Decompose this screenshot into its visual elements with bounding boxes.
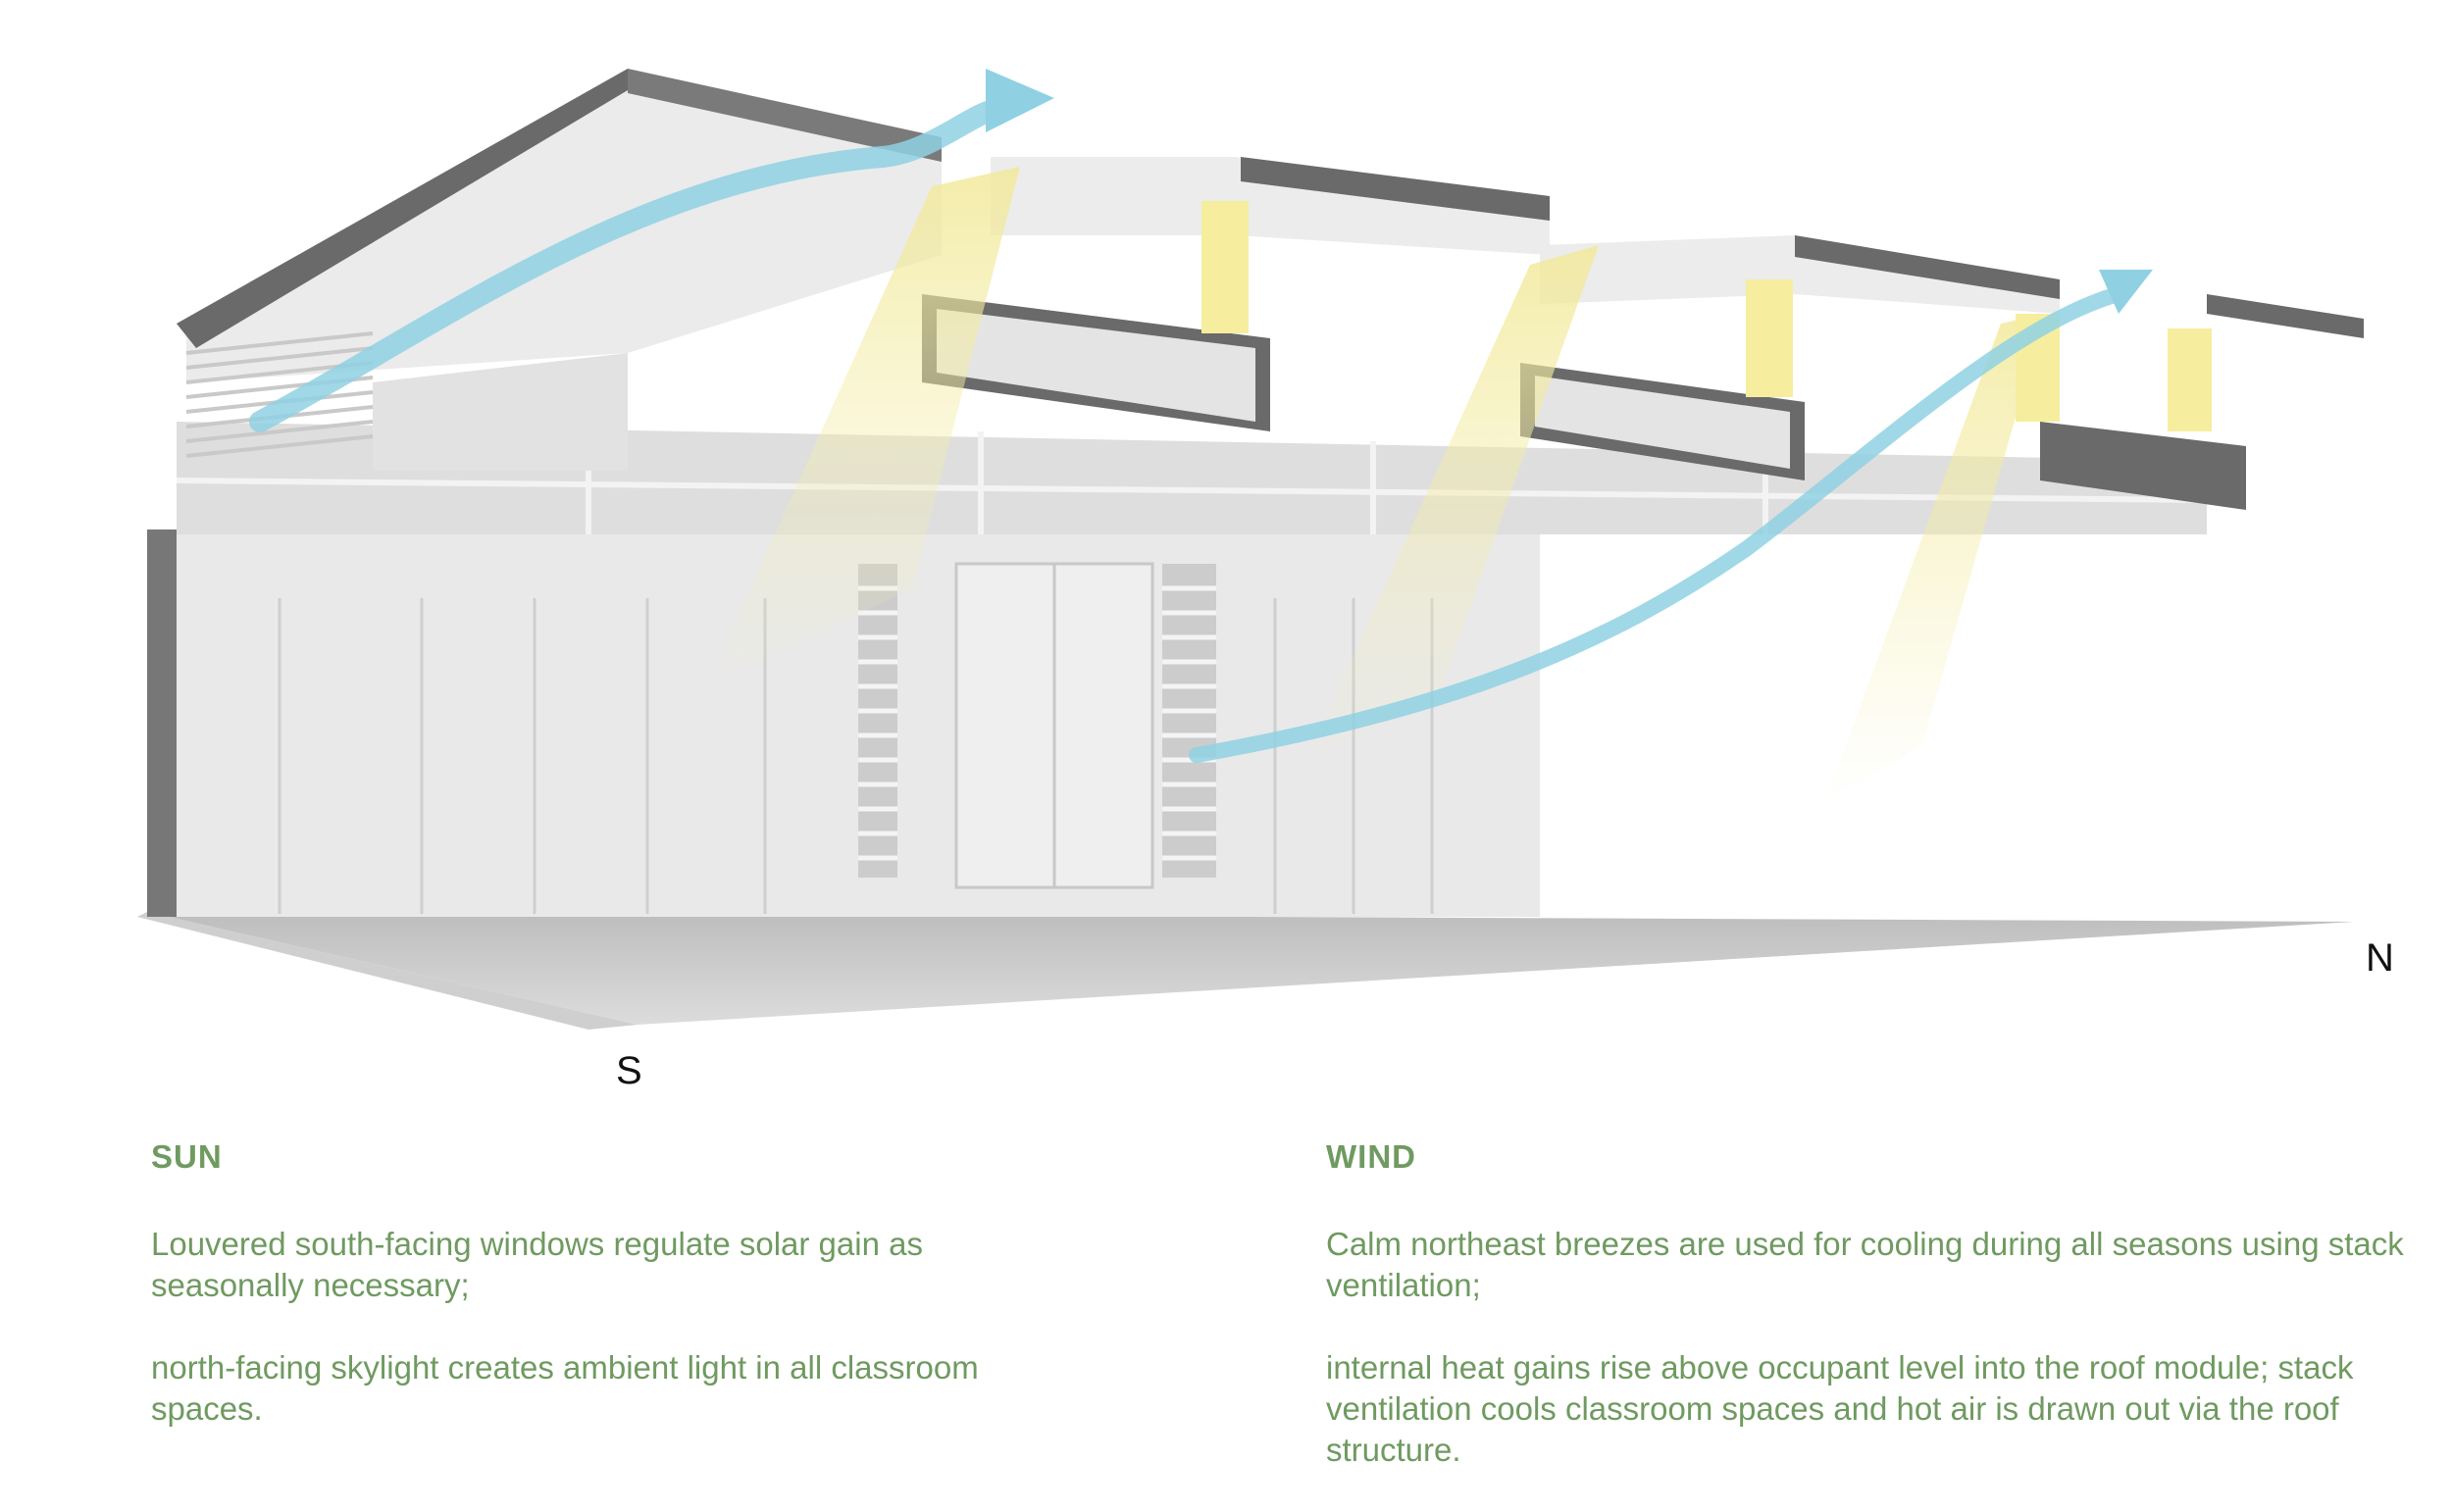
building-section-diagram bbox=[0, 0, 2452, 1137]
sun-heading: SUN bbox=[151, 1137, 1034, 1177]
roof-module-1 bbox=[177, 69, 1270, 471]
wind-paragraph-1: Calm northeast breezes are used for cool… bbox=[1326, 1224, 2425, 1306]
wind-arrowhead-1 bbox=[986, 69, 1054, 132]
floor-slab bbox=[147, 912, 2354, 1025]
compass-north: N bbox=[2366, 936, 2394, 981]
wind-paragraph-2: internal heat gains rise above occupant … bbox=[1326, 1347, 2425, 1471]
compass-south: S bbox=[616, 1049, 642, 1093]
sun-paragraph-1: Louvered south-facing windows regulate s… bbox=[151, 1224, 1034, 1306]
sun-paragraph-2: north-facing skylight creates ambient li… bbox=[151, 1347, 1034, 1430]
wind-section: WIND Calm northeast breezes are used for… bbox=[1326, 1137, 2425, 1512]
wind-heading: WIND bbox=[1326, 1137, 2425, 1177]
sun-section: SUN Louvered south-facing windows regula… bbox=[151, 1137, 1034, 1471]
